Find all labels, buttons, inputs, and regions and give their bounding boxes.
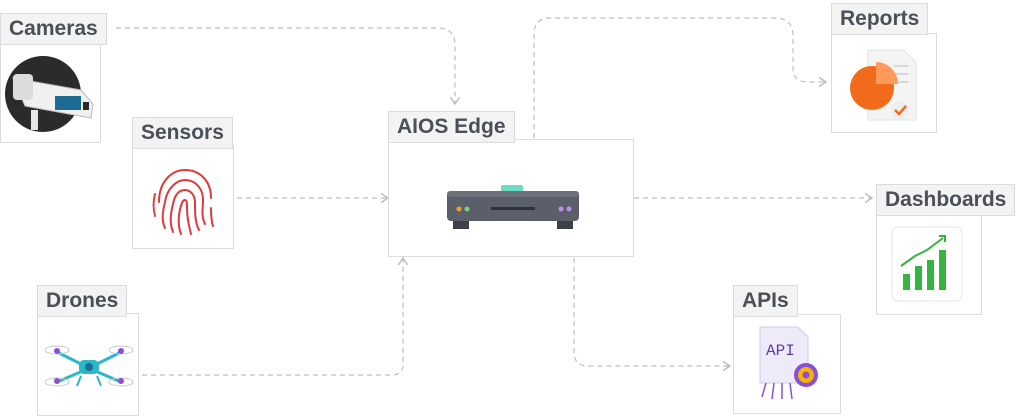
dashboards-card xyxy=(876,213,982,315)
cameras-label: Cameras xyxy=(0,13,107,45)
drones-label: Drones xyxy=(37,285,128,317)
pie-report-icon xyxy=(850,49,917,121)
link-drones-edge xyxy=(142,258,403,376)
api-gear-icon: API xyxy=(759,326,818,400)
fingerprint-icon xyxy=(152,168,214,235)
link-edge-apis xyxy=(573,258,730,366)
sensors-card xyxy=(132,145,234,249)
dashboards-label: Dashboards xyxy=(876,184,1016,216)
api-badge-text: API xyxy=(766,342,795,360)
bar-chart-icon xyxy=(891,226,963,302)
security-camera-icon xyxy=(5,56,94,132)
edge-card xyxy=(388,139,634,257)
cameras-card xyxy=(0,41,101,143)
sensors-label: Sensors xyxy=(132,117,233,149)
apis-card: API xyxy=(733,314,841,414)
edge-server-icon xyxy=(447,185,579,229)
link-cameras-edge xyxy=(116,27,455,104)
edge-label: AIOS Edge xyxy=(388,111,515,143)
apis-label: APIs xyxy=(733,285,798,317)
drones-card xyxy=(37,313,139,416)
reports-label: Reports xyxy=(831,3,929,35)
reports-card xyxy=(831,33,937,133)
drone-icon xyxy=(44,345,134,387)
link-edge-reports xyxy=(533,17,826,138)
